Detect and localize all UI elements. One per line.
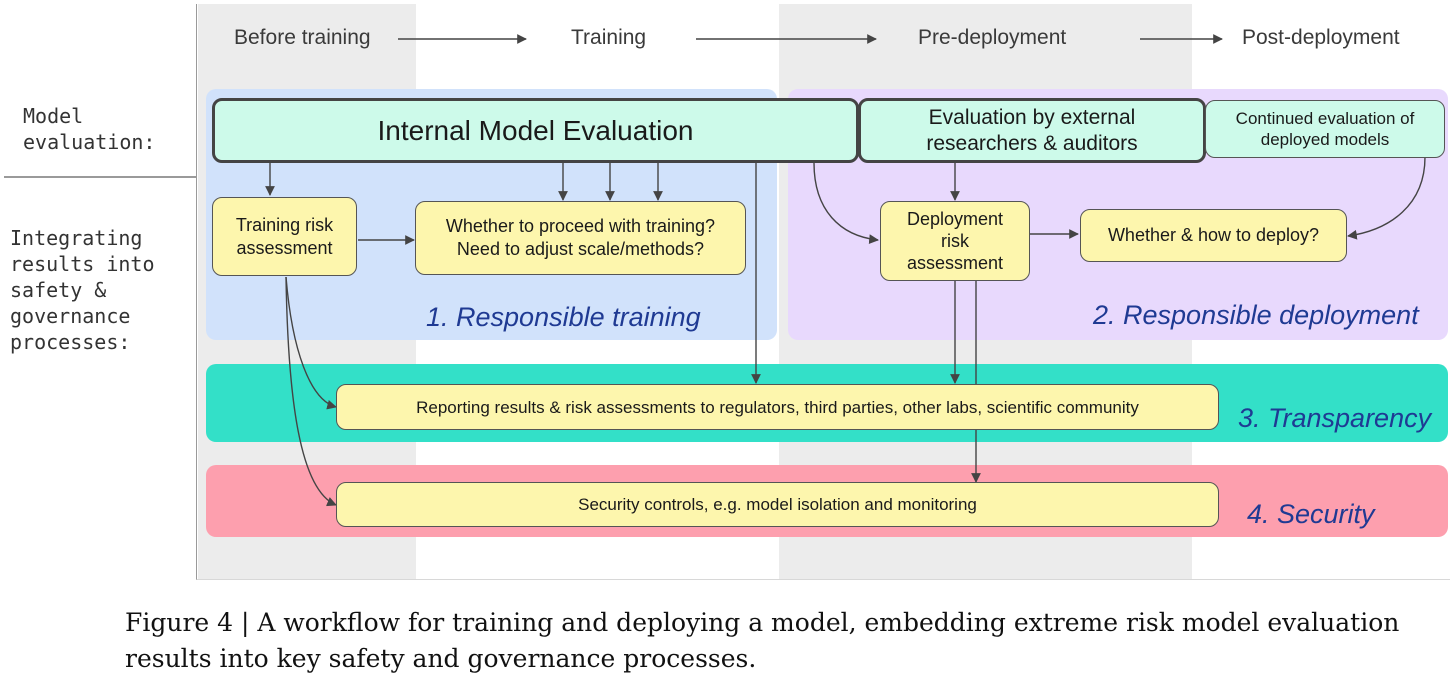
arrow-internal-curve-to-deployment-risk bbox=[813, 162, 879, 244]
whether-how-to-deploy-text: Whether & how to deploy? bbox=[1107, 225, 1320, 245]
side-label-integrating: Integrating results into safety & govern… bbox=[10, 226, 155, 354]
training-risk-assessment-text: Training risk assessment bbox=[235, 214, 334, 258]
label-responsible-training: 1. Responsible training bbox=[426, 302, 701, 332]
label-responsible-deployment: 2. Responsible deployment bbox=[1093, 300, 1419, 330]
continued-evaluation-box: Continued evaluation of deployed models bbox=[1205, 100, 1445, 158]
figure-caption: Figure 4 | A workflow for training and d… bbox=[125, 608, 1400, 673]
arrow-training-risk-to-security bbox=[285, 276, 337, 507]
external-evaluation-box: Evaluation by external researchers & aud… bbox=[858, 98, 1206, 163]
phase-training: Training bbox=[571, 26, 647, 49]
proceed-with-training-box: Whether to proceed with training? Need t… bbox=[415, 201, 746, 275]
label-transparency: 3. Transparency bbox=[1238, 403, 1432, 433]
phase-pre-deployment: Pre-deployment bbox=[918, 26, 1067, 49]
whether-how-to-deploy-box: Whether & how to deploy? bbox=[1080, 209, 1347, 262]
internal-model-evaluation-text: Internal Model Evaluation bbox=[377, 114, 694, 146]
external-evaluation-text: Evaluation by external researchers & aud… bbox=[926, 105, 1138, 155]
training-risk-assessment-box: Training risk assessment bbox=[212, 197, 357, 276]
arrow-continued-to-deploy bbox=[1347, 156, 1426, 240]
diagram-stage bbox=[196, 4, 1450, 580]
side-label-model-evaluation: Model evaluation: bbox=[23, 104, 156, 154]
reporting-results-text: Reporting results & risk assessments to … bbox=[416, 397, 1139, 417]
deployment-risk-assessment-box: Deployment risk assessment bbox=[880, 201, 1030, 281]
deployment-risk-assessment-text: Deployment risk assessment bbox=[906, 209, 1004, 273]
phase-post-deployment: Post-deployment bbox=[1242, 26, 1400, 49]
side-divider bbox=[4, 176, 196, 178]
security-controls-box: Security controls, e.g. model isolation … bbox=[336, 482, 1219, 527]
internal-model-evaluation-box: Internal Model Evaluation bbox=[212, 98, 859, 163]
reporting-results-box: Reporting results & risk assessments to … bbox=[336, 384, 1219, 430]
continued-evaluation-text: Continued evaluation of deployed models bbox=[1235, 109, 1415, 149]
security-controls-text: Security controls, e.g. model isolation … bbox=[578, 495, 977, 514]
arrow-training-risk-to-reporting bbox=[285, 276, 337, 410]
label-security: 4. Security bbox=[1247, 499, 1375, 529]
phase-before-training: Before training bbox=[234, 26, 371, 49]
proceed-with-training-text: Whether to proceed with training? Need t… bbox=[445, 216, 716, 259]
